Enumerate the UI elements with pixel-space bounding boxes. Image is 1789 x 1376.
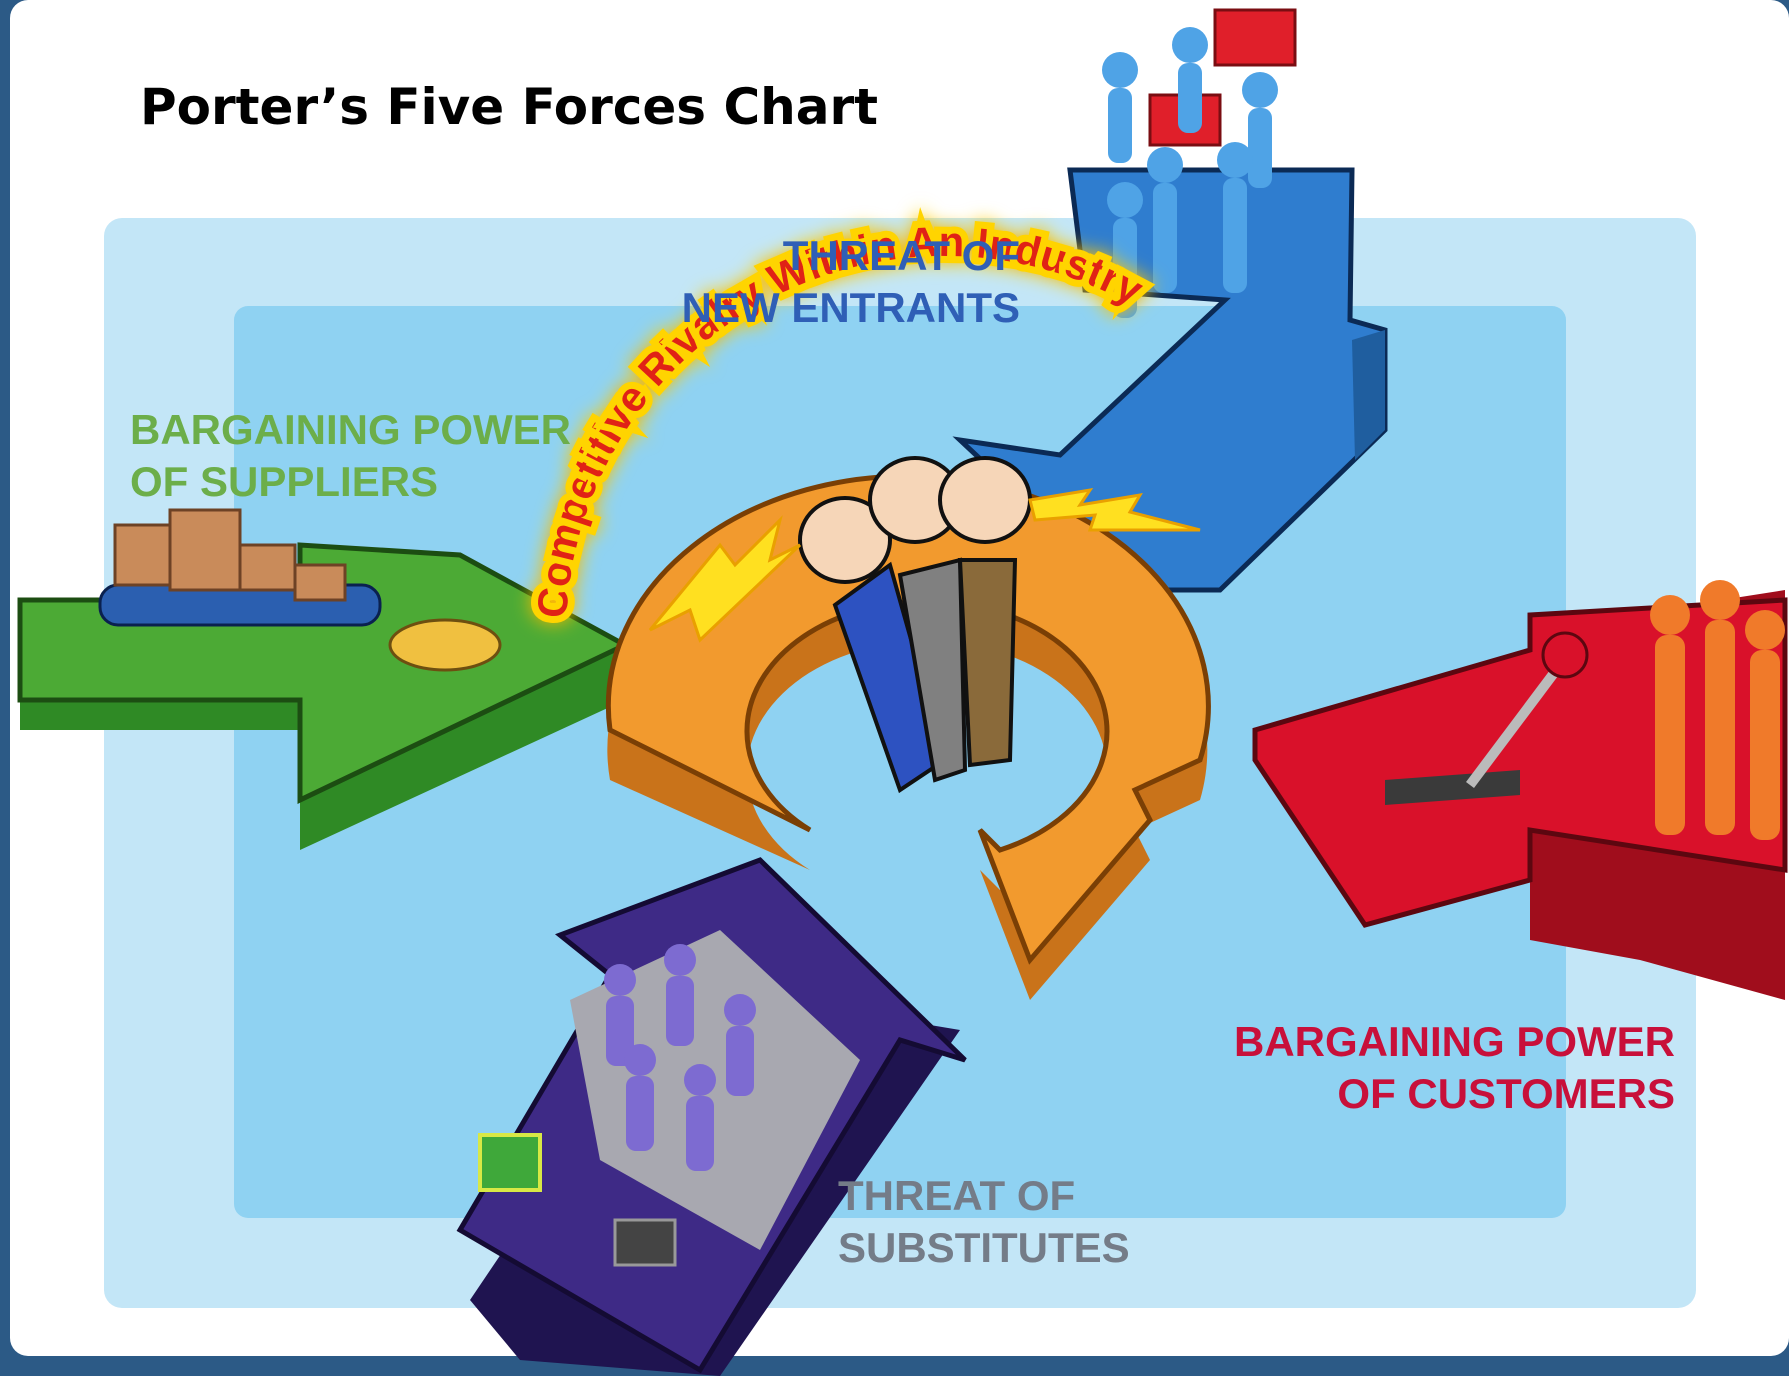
suppliers-label-line-2: OF SUPPLIERS bbox=[130, 458, 439, 505]
new-entrants-label-line-2: NEW ENTRANTS bbox=[681, 284, 1020, 331]
rivalry-circle-arrow bbox=[605, 473, 1211, 1000]
lightning-left-icon bbox=[648, 515, 802, 643]
suppliers-label: BARGAINING POWER OF SUPPLIERS bbox=[130, 404, 650, 508]
new-entrants-label: THREAT OF NEW ENTRANTS bbox=[560, 230, 1020, 334]
substitutes-label-line-1: THREAT OF bbox=[838, 1172, 1076, 1219]
customers-label: BARGAINING POWER OF CUSTOMERS bbox=[1150, 1016, 1675, 1120]
suppliers-label-line-1: BARGAINING POWER bbox=[130, 406, 571, 453]
new-entrants-arrow bbox=[952, 167, 1388, 593]
customers-arrow bbox=[1252, 590, 1788, 1000]
lightning-right-icon bbox=[1028, 487, 1201, 532]
conveyor-boxes-icon bbox=[98, 508, 502, 672]
fists-icon bbox=[798, 456, 1032, 794]
page-title: Porter’s Five Forces Chart bbox=[140, 78, 879, 136]
customers-label-line-2: OF CUSTOMERS bbox=[1337, 1070, 1675, 1117]
customers-crowd-icon bbox=[1650, 580, 1785, 840]
new-entrants-label-line-1: THREAT OF bbox=[782, 232, 1020, 279]
customers-label-line-1: BARGAINING POWER bbox=[1234, 1018, 1675, 1065]
substitutes-label-line-2: SUBSTITUTES bbox=[838, 1224, 1130, 1271]
protest-crowd-icon bbox=[1102, 8, 1297, 318]
substitutes-people-icon bbox=[478, 944, 756, 1267]
substitutes-label: THREAT OF SUBSTITUTES bbox=[838, 1170, 1258, 1274]
